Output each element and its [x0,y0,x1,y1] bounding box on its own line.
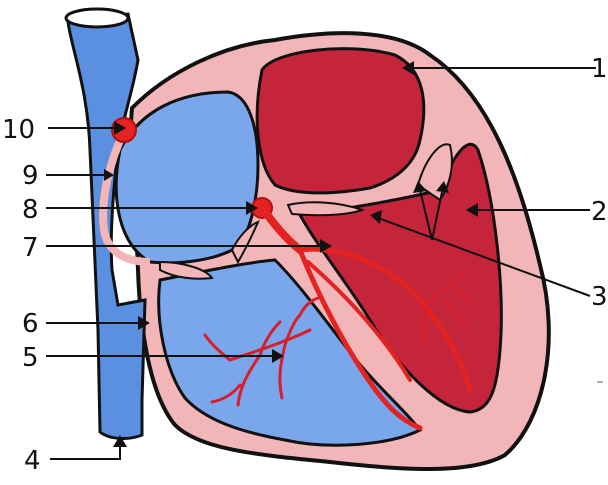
label-5: 5 [22,343,39,373]
label-6: 6 [22,309,39,339]
vena-cava-opening [66,9,128,27]
leader-line-4 [50,445,120,459]
label-9: 9 [22,161,39,191]
label-10: 10 [2,115,35,145]
label-1: 1 [591,54,608,84]
label-7: 7 [22,233,39,263]
left-atrium [257,49,424,193]
label-2: 2 [591,197,608,227]
label-4: 4 [24,446,41,476]
label-3: 3 [591,282,608,312]
label-8: 8 [22,195,39,225]
